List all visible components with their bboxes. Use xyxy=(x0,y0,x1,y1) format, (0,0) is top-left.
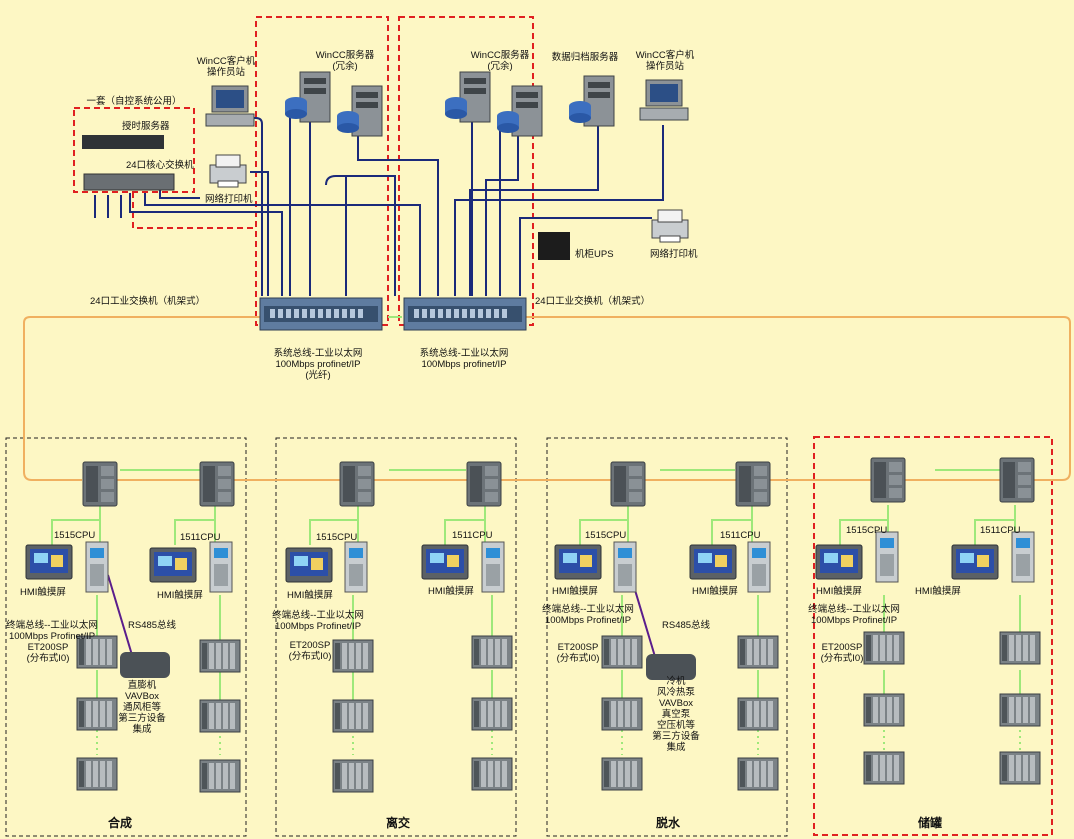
area1-terminal-bus: 终端总线--工业以太网 100Mbps Profinet/IP xyxy=(6,620,98,642)
cpu-1515-4 xyxy=(875,531,899,583)
system-bus-right-label: 系统总线-工业以太网 100Mbps profinet/IP xyxy=(419,348,509,370)
wincc-server-1a xyxy=(284,71,331,123)
group-title: 一套（自控系统公用） xyxy=(86,96,182,107)
core-switch-label: 24口核心交换机 xyxy=(126,160,194,171)
area1-name: 合成 xyxy=(107,816,133,830)
area3-hmi-a: HMI触摸屏 xyxy=(552,586,598,597)
wincc-server-2a xyxy=(444,71,491,123)
wincc-client-right-label: WinCC客户机 操作员站 xyxy=(635,50,695,72)
wincc-client-left-pc xyxy=(205,85,255,127)
hmi-3 xyxy=(285,547,333,583)
rack-switch-left-label: 24口工业交换机（机架式） xyxy=(90,296,206,307)
cpu-1515-1 xyxy=(85,541,109,593)
area1-rs485: RS485总线 xyxy=(128,620,177,631)
hmi-4 xyxy=(421,544,469,580)
rack-switch-left xyxy=(259,297,383,331)
area2-et200: ET200SP (分布式I0) xyxy=(288,640,332,662)
hmi-1 xyxy=(25,544,73,580)
area4-terminal-bus: 终端总线--工业以太网 100Mbps Profinet/IP xyxy=(808,604,900,626)
area1-cpu-a: 1515CPU xyxy=(54,530,96,541)
area3-terminal-bus: 终端总线--工业以太网 100Mbps Profinet/IP xyxy=(542,604,634,626)
printer-right-label: 网络打印机 xyxy=(650,249,698,260)
cpu-1515-2 xyxy=(344,541,368,593)
field-switch-6 xyxy=(735,461,771,507)
network-printer-left xyxy=(209,154,247,188)
cpu-1511-1 xyxy=(209,541,233,593)
area3-hmi-b: HMI触摸屏 xyxy=(692,586,738,597)
network-printer-right xyxy=(651,209,689,243)
wincc-server-2-label: WinCC服务器 (冗余) xyxy=(470,50,530,72)
wincc-server-2b xyxy=(496,85,543,137)
field-switch-7 xyxy=(870,457,906,503)
area4-name: 储罐 xyxy=(917,816,943,830)
area3-rs485: RS485总线 xyxy=(662,620,711,631)
area4-hmi-b: HMI触摸屏 xyxy=(915,586,961,597)
area2-hmi-a: HMI触摸屏 xyxy=(287,590,333,601)
archive-server xyxy=(568,75,615,127)
wincc-client-right-pc xyxy=(639,79,689,121)
core-switch xyxy=(83,173,175,191)
wincc-server-1b xyxy=(336,85,383,137)
area3-cpu-b: 1511CPU xyxy=(720,530,761,541)
area1-third-party: 直膨机 VAVBox 通风柜等 第三方设备 集成 xyxy=(118,680,166,735)
cpu-1515-3 xyxy=(613,541,637,593)
wincc-server-1-label: WinCC服务器 (冗余) xyxy=(315,50,375,72)
system-bus-left-label: 系统总线-工业以太网 100Mbps profinet/IP (光纤) xyxy=(273,348,363,381)
cpu-1511-4 xyxy=(1011,531,1035,583)
field-switch-5 xyxy=(610,461,646,507)
time-server-label: 授时服务器 xyxy=(122,121,170,132)
area3-name: 脱水 xyxy=(655,816,681,830)
hmi-7 xyxy=(815,544,863,580)
third-party-equipment-2 xyxy=(646,654,696,680)
field-switch-4 xyxy=(466,461,502,507)
cpu-1511-3 xyxy=(747,541,771,593)
area1-cpu-b: 1511CPU xyxy=(180,532,221,543)
field-switch-1 xyxy=(82,461,118,507)
area3-third-party: 冷机 风冷热泵 VAVBox 真空泵 空压机等 第三方设备 集成 xyxy=(652,676,700,753)
hmi-2 xyxy=(149,547,197,583)
rack-switch-right-label: 24口工业交换机（机架式） xyxy=(535,296,651,307)
area2-terminal-bus: 终端总线--工业以太网 100Mbps Profinet/IP xyxy=(272,610,364,632)
area4-hmi-a: HMI触摸屏 xyxy=(816,586,862,597)
ups-label: 机柜UPS xyxy=(575,249,614,260)
rack-switch-right xyxy=(403,297,527,331)
area2-hmi-b: HMI触摸屏 xyxy=(428,586,474,597)
area4-et200: ET200SP (分布式I0) xyxy=(820,642,864,664)
third-party-equipment-1 xyxy=(120,652,170,678)
field-switch-8 xyxy=(999,457,1035,503)
area3-et200: ET200SP (分布式I0) xyxy=(556,642,600,664)
area1-et200: ET200SP (分布式I0) xyxy=(26,642,70,664)
area4-cpu-b: 1511CPU xyxy=(980,525,1021,536)
area2-name: 离交 xyxy=(385,816,411,830)
field-switch-3 xyxy=(339,461,375,507)
area2-cpu-a: 1515CPU xyxy=(316,532,358,543)
area3-cpu-a: 1515CPU xyxy=(585,530,627,541)
hmi-8 xyxy=(951,544,999,580)
area4-cpu-a: 1515CPU xyxy=(846,525,888,536)
time-server xyxy=(82,135,164,149)
field-switch-2 xyxy=(199,461,235,507)
ups-device xyxy=(538,232,570,260)
area1-hmi-a: HMI触摸屏 xyxy=(20,587,66,598)
cpu-1511-2 xyxy=(481,541,505,593)
hmi-6 xyxy=(689,544,737,580)
wincc-client-left-label: WinCC客户机 操作员站 xyxy=(196,56,256,78)
area1-hmi-b: HMI触摸屏 xyxy=(157,590,203,601)
archive-server-label: 数据归档服务器 xyxy=(551,52,619,63)
printer-left-label: 网络打印机 xyxy=(205,194,253,205)
hmi-5 xyxy=(554,544,602,580)
area2-cpu-b: 1511CPU xyxy=(452,530,493,541)
